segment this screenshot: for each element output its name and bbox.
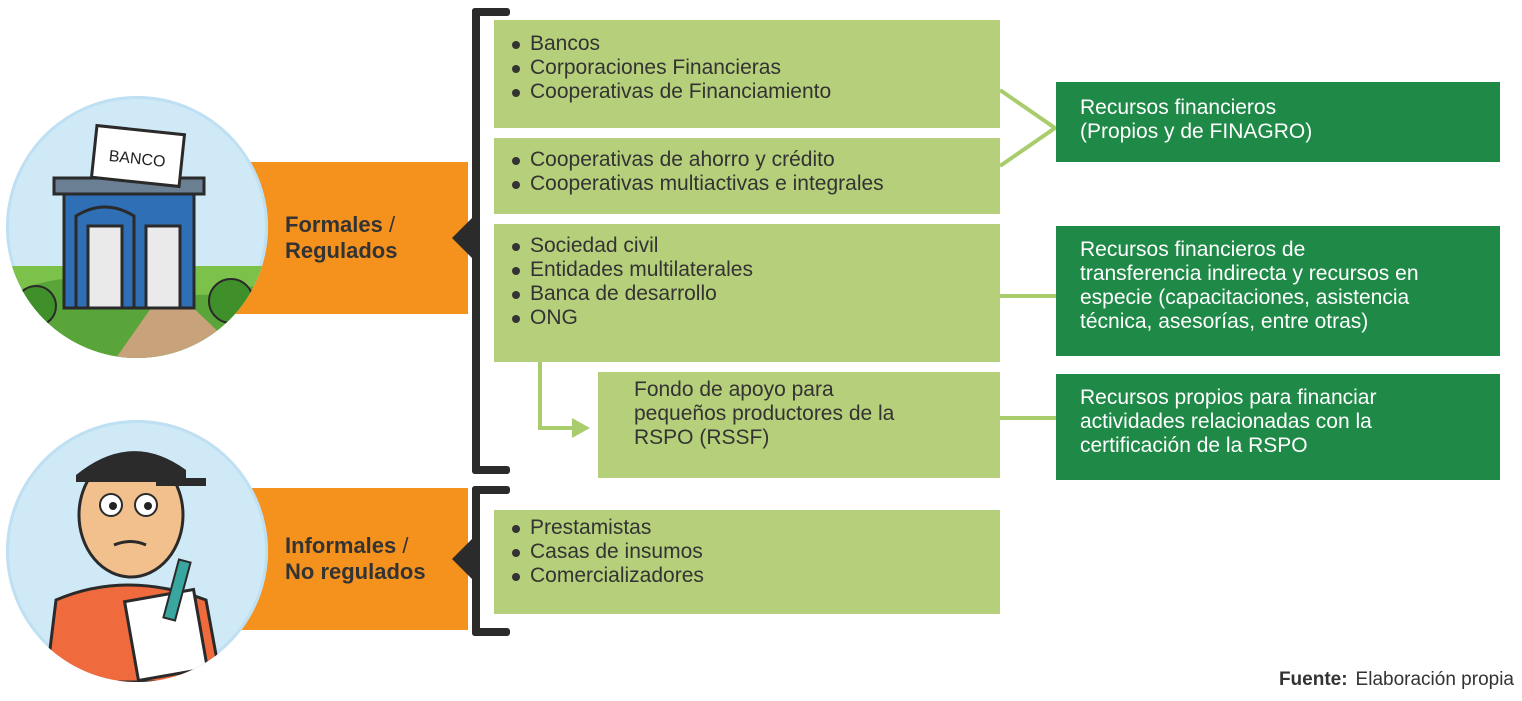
list-item: Comercializadores	[508, 564, 986, 588]
bracket-formales-top	[472, 8, 510, 16]
list-item: Casas de insumos	[508, 540, 986, 564]
box-bancos: Bancos Corporaciones Financieras Coopera…	[494, 20, 1000, 128]
bracket-informales-bottom	[472, 628, 510, 636]
connector-ong-fondo	[538, 362, 575, 430]
source-label: Fuente:	[1278, 669, 1348, 690]
arrowhead-fondo	[572, 418, 590, 438]
outcome-line: especie (capacitaciones, asistencia	[1080, 286, 1410, 309]
box-sociedad: Sociedad civil Entidades multilaterales …	[494, 224, 1000, 362]
formales-label: Formales / Regulados	[285, 212, 398, 263]
outcome-recursos-rspo: Recursos propios para financiar activida…	[1056, 374, 1500, 480]
list-item: Banca de desarrollo	[508, 282, 986, 306]
outcome-recursos-indirecta: Recursos financieros de transferencia in…	[1056, 226, 1500, 356]
outcome-recursos-finagro: Recursos financieros (Propios y de FINAG…	[1056, 82, 1500, 162]
informales-label: Informales / No regulados	[285, 533, 426, 584]
bracket-informales-top	[472, 486, 510, 494]
list-item: Cooperativas multiactivas e integrales	[508, 172, 986, 196]
fondo-line: RSPO (RSSF)	[634, 426, 770, 449]
outcome-line: Recursos financieros de	[1080, 238, 1306, 261]
box-fondo-rspo: Fondo de apoyo para pequeños productores…	[598, 372, 1000, 478]
bracket-formales-bottom	[472, 466, 510, 474]
list-item: Sociedad civil	[508, 234, 986, 258]
person-illustration	[6, 420, 268, 682]
list-item: ONG	[508, 306, 986, 330]
list-item: Cooperativas de ahorro y crédito	[508, 148, 986, 172]
outcome-line: certificación de la RSPO	[1080, 434, 1308, 457]
list-item: Cooperativas de Financiamiento	[508, 80, 986, 104]
outcome-line: Recursos propios para financiar	[1080, 386, 1377, 409]
outcome-line: técnica, asesorías, entre otras)	[1080, 310, 1369, 333]
outcome-line: actividades relacionadas con la	[1080, 410, 1372, 433]
outcome-line: (Propios y de FINAGRO)	[1080, 120, 1313, 143]
box-cooperativas: Cooperativas de ahorro y crédito Coopera…	[494, 138, 1000, 214]
connector-merge-finagro	[998, 88, 1059, 168]
bracket-formales	[472, 8, 480, 474]
outcome-line: Recursos financieros	[1080, 96, 1277, 119]
list-item: Corporaciones Financieras	[508, 56, 986, 80]
source-text: Elaboración propia	[1355, 669, 1514, 690]
list-item: Prestamistas	[508, 516, 986, 540]
outcome-line: transferencia indirecta y recursos en	[1080, 262, 1419, 285]
list-item: Bancos	[508, 32, 986, 56]
fondo-line: pequeños productores de la	[634, 402, 895, 425]
bank-illustration: BANCO	[6, 96, 268, 358]
box-informales: Prestamistas Casas de insumos Comerciali…	[494, 510, 1000, 614]
bank-sign-text: BANCO	[108, 148, 166, 171]
bracket-informales	[472, 486, 480, 636]
fondo-line: Fondo de apoyo para	[634, 378, 834, 401]
list-item: Entidades multilaterales	[508, 258, 986, 282]
source-note: Fuente: Elaboración propia	[1279, 669, 1514, 691]
